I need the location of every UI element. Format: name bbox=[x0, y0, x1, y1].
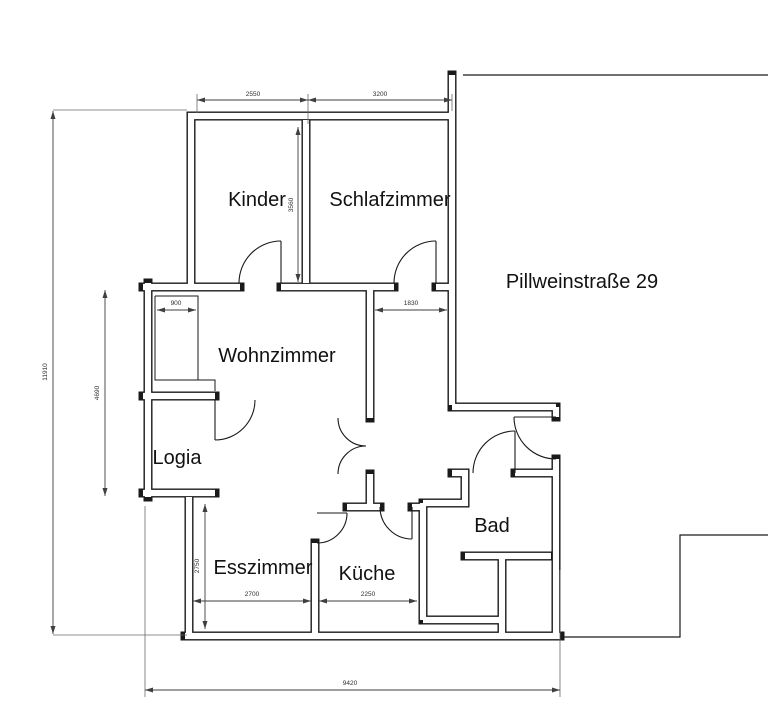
context-line-bottom-right bbox=[560, 534, 768, 638]
room-label-esszimmer: Esszimmer bbox=[214, 557, 313, 579]
niche-line-a bbox=[155, 295, 199, 380]
room-label-wohnzimmer: Wohnzimmer bbox=[218, 345, 336, 367]
wohnzimmer-door-arc-upper bbox=[337, 417, 367, 447]
wall-topblock-left-top bbox=[187, 112, 452, 287]
entrance-door-arc bbox=[513, 416, 557, 460]
dim-label-total-width: 9420 bbox=[343, 680, 358, 687]
wohnzimmer-door-arc-lower bbox=[337, 445, 367, 475]
dim-label-kinder-width: 2550 bbox=[246, 91, 261, 98]
esszimmer-kueche-door-arc bbox=[316, 512, 348, 544]
room-label-kueche: Küche bbox=[339, 563, 396, 585]
room-label-logia: Logia bbox=[153, 447, 203, 469]
dim-label-wohnzimmer-niche: 900 bbox=[171, 300, 182, 307]
room-label-kinder: Kinder bbox=[228, 189, 286, 211]
bad-door-arc bbox=[472, 430, 516, 474]
dim-label-esszimmer-depth: 2750 bbox=[194, 558, 201, 573]
wall-bad-northwest-step bbox=[423, 469, 469, 507]
plan-title: Pillweinstraße 29 bbox=[506, 271, 658, 293]
dim-label-kueche-width: 2250 bbox=[361, 591, 376, 598]
dim-label-esszimmer-width: 2700 bbox=[245, 591, 260, 598]
logia-door-arc bbox=[214, 399, 256, 441]
kinder-door-arc bbox=[238, 240, 282, 284]
room-label-bad: Bad bbox=[474, 515, 510, 537]
walls-layer bbox=[138, 70, 565, 641]
doors-layer bbox=[214, 240, 557, 544]
walls-layer bbox=[143, 75, 560, 640]
room-labels-layer: Kinder Schlafzimmer Wohnzimmer Logia Ess… bbox=[153, 189, 659, 585]
niche-line-b bbox=[154, 296, 216, 391]
kueche-door-arc bbox=[379, 506, 413, 540]
room-label-schlafzimmer: Schlafzimmer bbox=[329, 189, 450, 211]
wall-bad-northwest-step bbox=[418, 468, 470, 508]
dim-label-kinder-depth: 3560 bbox=[288, 197, 295, 212]
dim-label-schlafzimmer-width: 3200 bbox=[373, 91, 388, 98]
dim-label-vorraum-width: 1830 bbox=[404, 300, 419, 307]
schlafzimmer-door-arc bbox=[393, 240, 437, 284]
dimensions-layer: 2550 3200 3560 900 1830 11910 4690 2750 … bbox=[42, 91, 561, 697]
building-context-lines bbox=[463, 74, 768, 638]
dim-label-wohnzimmer-logia-height: 4690 bbox=[94, 385, 101, 400]
dim-label-total-height: 11910 bbox=[42, 363, 49, 381]
wohnzimmer-niche-lines bbox=[154, 295, 216, 391]
